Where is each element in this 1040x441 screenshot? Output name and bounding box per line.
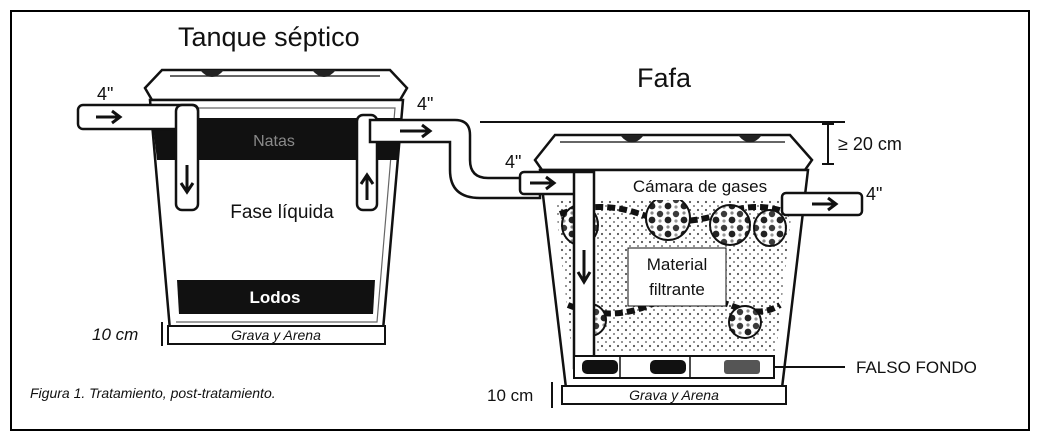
septic-base-depth-label: 10 cm xyxy=(92,325,138,344)
fafa-gravel-label: Grava y Arena xyxy=(629,387,719,403)
fafa-outlet-size-label: 4" xyxy=(866,184,882,204)
fafa-inlet-arrow-icon xyxy=(530,175,557,191)
fafa-false-bottom xyxy=(573,355,775,379)
septic-sludge-label: Lodos xyxy=(250,288,301,307)
septic-outlet-pipe xyxy=(368,118,542,200)
septic-scum-label: Natas xyxy=(253,133,295,150)
fafa-filter-label-line2: filtrante xyxy=(649,280,705,299)
fafa-gas-height-label: ≥ 20 cm xyxy=(838,134,902,154)
outlet-flow-arrow-icon xyxy=(400,123,433,139)
fafa-outlet-arrow-icon xyxy=(812,196,839,212)
septic-inlet-size-label: 4" xyxy=(97,84,113,104)
septic-gravel-base xyxy=(167,325,386,345)
septic-tank-title: Tanque séptico xyxy=(178,22,360,52)
septic-tank: Tanque séptico Natas Lodos Fase líquida … xyxy=(76,22,542,346)
fafa-filter-label-line1: Material xyxy=(647,255,707,274)
septic-scum-layer xyxy=(152,118,401,160)
septic-liquid-label: Fase líquida xyxy=(230,202,334,223)
fafa-down-arrow-icon xyxy=(576,250,592,285)
fafa-title: Fafa xyxy=(637,63,692,93)
septic-tank-lid xyxy=(143,68,409,102)
fafa-filter: Fafa Cámara de gases Material filtrante xyxy=(480,63,977,408)
fafa-lid xyxy=(533,133,814,172)
fafa-inlet-size-label: 4" xyxy=(505,152,521,172)
figure-frame xyxy=(10,10,1030,431)
figure-caption: Figura 1. Tratamiento, post-tratamiento. xyxy=(30,385,276,401)
fafa-base-depth-label: 10 cm xyxy=(487,386,533,405)
fafa-false-bottom-label: FALSO FONDO xyxy=(856,358,977,377)
inlet-flow-arrow-icon xyxy=(96,109,123,125)
fafa-gravel-base xyxy=(561,385,787,405)
fafa-gas-chamber-label: Cámara de gases xyxy=(633,177,767,196)
septic-gravel-label: Grava y Arena xyxy=(231,327,321,343)
septic-sludge-layer xyxy=(177,280,375,314)
septic-outlet-size-label: 4" xyxy=(417,94,433,114)
down-flow-arrow-icon xyxy=(179,165,195,195)
up-flow-arrow-icon xyxy=(359,172,375,200)
